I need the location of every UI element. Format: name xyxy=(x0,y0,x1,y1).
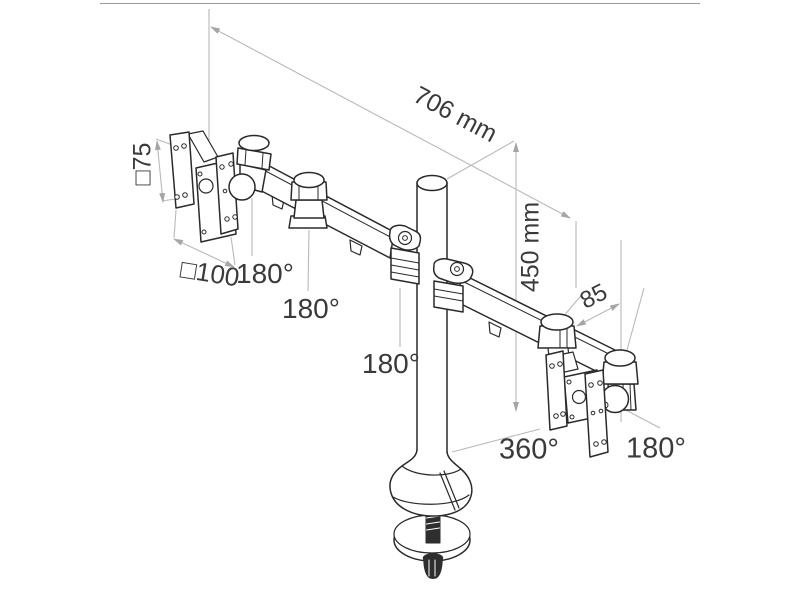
right-plate-front xyxy=(545,350,568,431)
pole xyxy=(416,174,448,456)
left-ball-joint xyxy=(228,173,256,201)
base-cone-fill xyxy=(389,450,472,516)
ext-100-left xyxy=(173,209,177,239)
angle-label-pole-base: 360° xyxy=(499,433,559,466)
dim-706 xyxy=(210,26,571,219)
pole-top-cap xyxy=(416,174,448,192)
right-vesa-bracket xyxy=(537,313,639,458)
lower-pole-clamp xyxy=(432,258,474,313)
leader-180-right-joint xyxy=(621,407,661,429)
dim-label-vesa-75: □75 xyxy=(128,142,157,186)
upper-pole-clamp xyxy=(388,224,422,285)
rod-nut xyxy=(423,557,443,579)
angle-label-pole-joint: 180° xyxy=(362,348,420,379)
right-plate-rear xyxy=(584,369,609,458)
left-joint-dome xyxy=(238,134,270,152)
left-arm-joint xyxy=(228,134,272,201)
dimension-lines xyxy=(100,2,700,453)
right-joint-dome xyxy=(604,349,636,367)
angle-label-mid-joint: 180° xyxy=(282,293,340,324)
dim-100 xyxy=(173,238,235,268)
vesa-top-bracket xyxy=(187,130,219,163)
hanger-dome xyxy=(540,313,574,331)
dim-85 xyxy=(576,303,620,327)
monitor-arm-product xyxy=(169,130,639,579)
ext-450-top xyxy=(446,140,515,180)
desk-mount-base xyxy=(389,449,473,579)
angle-label-left-joint: 180° xyxy=(236,258,294,289)
dim-75 xyxy=(154,140,166,203)
vesa-plate-rear xyxy=(215,152,239,235)
angle-label-right-joint: 180° xyxy=(626,432,686,465)
vesa-plate-front xyxy=(169,131,195,209)
leader-180-mid-joint xyxy=(307,229,310,292)
ext-450-bottom xyxy=(451,428,541,453)
mid-joint-dome xyxy=(293,171,325,189)
left-vesa-bracket xyxy=(169,130,239,243)
ext-85-right xyxy=(626,287,645,351)
mid-arm-joint xyxy=(288,171,328,229)
dim-label-pole-height: 450 mm xyxy=(516,201,545,293)
